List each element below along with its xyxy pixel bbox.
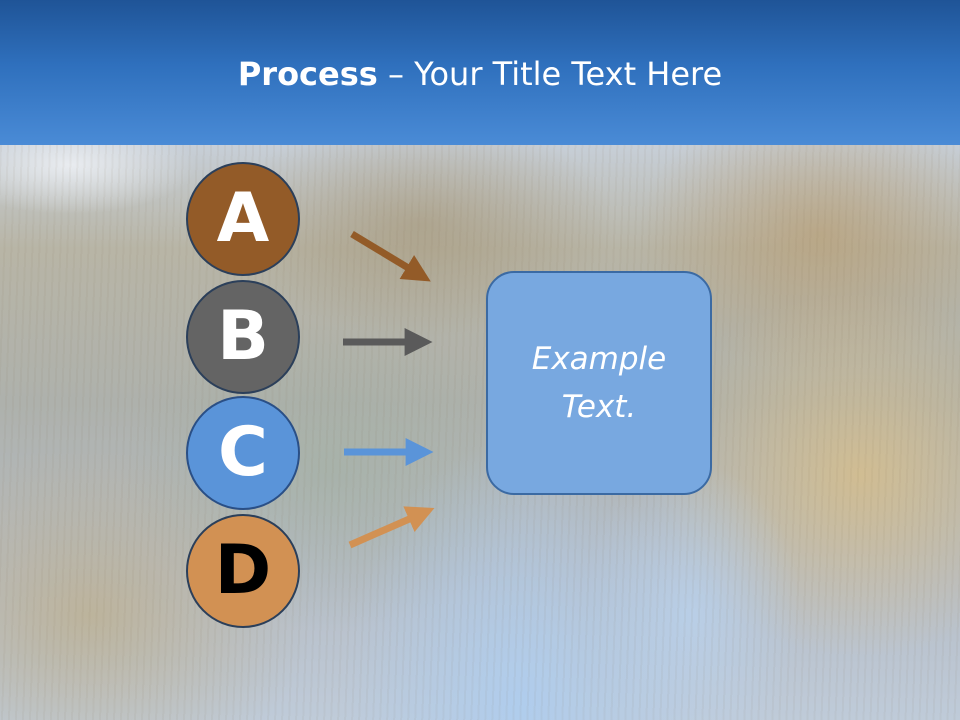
step-letter-a: A xyxy=(216,179,270,258)
step-circle-c: C xyxy=(186,396,300,510)
arrow-a xyxy=(350,231,431,282)
title-rest: – Your Title Text Here xyxy=(377,55,723,93)
step-letter-c: C xyxy=(218,413,268,492)
step-letter-b: B xyxy=(217,297,269,376)
step-letter-d: D xyxy=(214,531,272,610)
background-photo xyxy=(0,145,960,720)
step-circle-d: D xyxy=(186,514,300,628)
slide-title: Process – Your Title Text Here xyxy=(0,52,960,96)
title-bold: Process xyxy=(237,55,378,93)
step-circle-a: A xyxy=(186,162,300,276)
header-band: Process – Your Title Text Here xyxy=(0,0,960,145)
step-circle-b: B xyxy=(186,280,300,394)
example-text-box: Example Text. xyxy=(486,271,712,495)
arrow-d xyxy=(348,506,435,549)
example-text: Example Text. xyxy=(531,341,667,425)
